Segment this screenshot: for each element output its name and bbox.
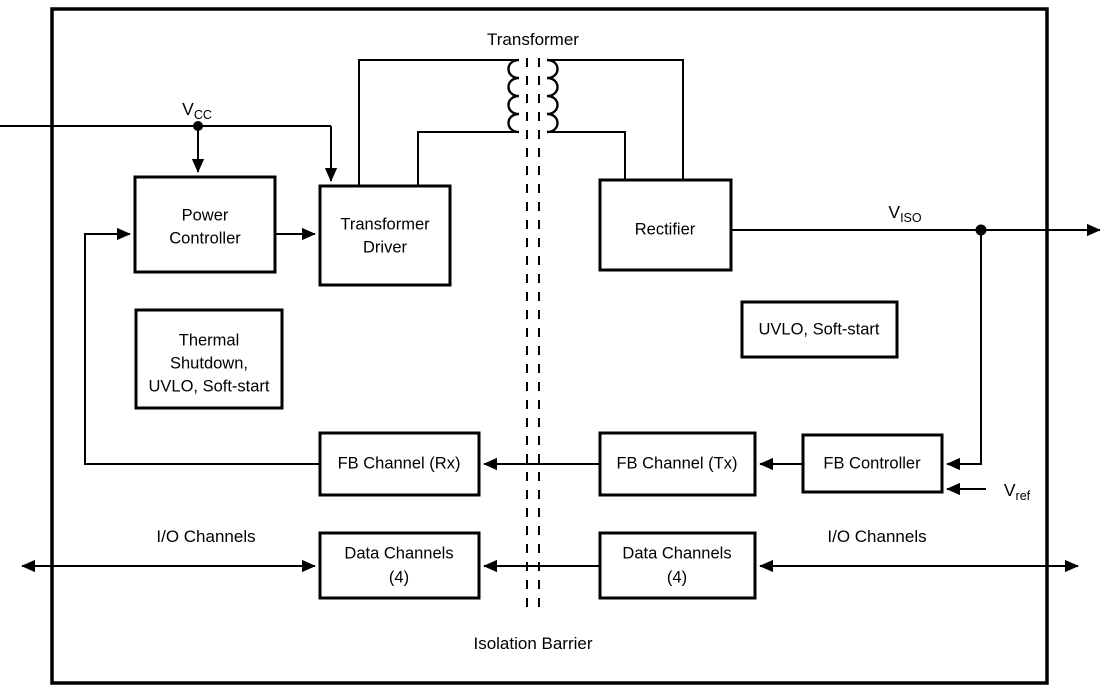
block-label-power-controller-line1: Power [182, 206, 229, 224]
block-fb-channel-rx[interactable]: FB Channel (Rx) [318, 431, 481, 497]
block-label-rectifier: Rectifier [635, 220, 696, 238]
secondary-transformer-wiring [547, 59, 684, 180]
block-fb-controller[interactable]: FB Controller [801, 433, 944, 494]
wire-fb-rx-to-power-controller [84, 227, 320, 465]
label-vref: Vref [1004, 480, 1031, 503]
block-label-transformer-driver-line2: Driver [363, 238, 408, 256]
vcc-net [0, 121, 338, 182]
block-data-channels-primary[interactable]: Data Channels (4) [318, 531, 481, 600]
block-data-channels-secondary[interactable]: Data Channels (4) [598, 531, 757, 600]
label-vcc: VCC [182, 99, 212, 122]
block-label-data-channels-secondary-line1: Data Channels [622, 544, 731, 562]
isolation-barrier-lines [526, 58, 540, 615]
block-label-data-channels-primary-line1: Data Channels [344, 544, 453, 562]
label-io-channels-left: I/O Channels [156, 527, 255, 546]
block-rectifier[interactable]: Rectifier [598, 178, 733, 272]
block-fb-channel-tx[interactable]: FB Channel (Tx) [598, 431, 757, 497]
block-label-fb-channel-tx: FB Channel (Tx) [616, 454, 737, 472]
block-uvlo-soft-start[interactable]: UVLO, Soft-start [740, 300, 899, 359]
block-label-fb-channel-rx: FB Channel (Rx) [338, 454, 461, 472]
label-isolation-barrier: Isolation Barrier [473, 634, 592, 653]
block-thermal-shutdown[interactable]: Thermal Shutdown, UVLO, Soft-start [134, 308, 284, 410]
label-viso: VISO [888, 202, 921, 225]
block-label-thermal-line3: UVLO, Soft-start [148, 377, 269, 395]
primary-transformer-wiring [358, 59, 519, 186]
block-power-controller[interactable]: Power Controller [133, 175, 277, 274]
block-label-fb-controller: FB Controller [823, 454, 921, 472]
block-transformer-driver[interactable]: Transformer Driver [318, 184, 452, 287]
block-label-power-controller-line2: Controller [169, 229, 241, 247]
block-label-thermal-line2: Shutdown, [170, 354, 248, 372]
block-label-data-channels-primary-line2: (4) [389, 568, 409, 586]
label-io-channels-right: I/O Channels [827, 527, 926, 546]
label-transformer: Transformer [487, 30, 579, 49]
block-label-transformer-driver-line1: Transformer [340, 215, 430, 233]
block-label-uvlo-soft-start: UVLO, Soft-start [758, 320, 879, 338]
viso-net [731, 223, 1100, 471]
vcc-junction-dot [193, 121, 203, 131]
block-label-thermal-line1: Thermal [179, 331, 240, 349]
transformer-symbol [507, 58, 559, 134]
block-label-data-channels-secondary-line2: (4) [667, 568, 687, 586]
